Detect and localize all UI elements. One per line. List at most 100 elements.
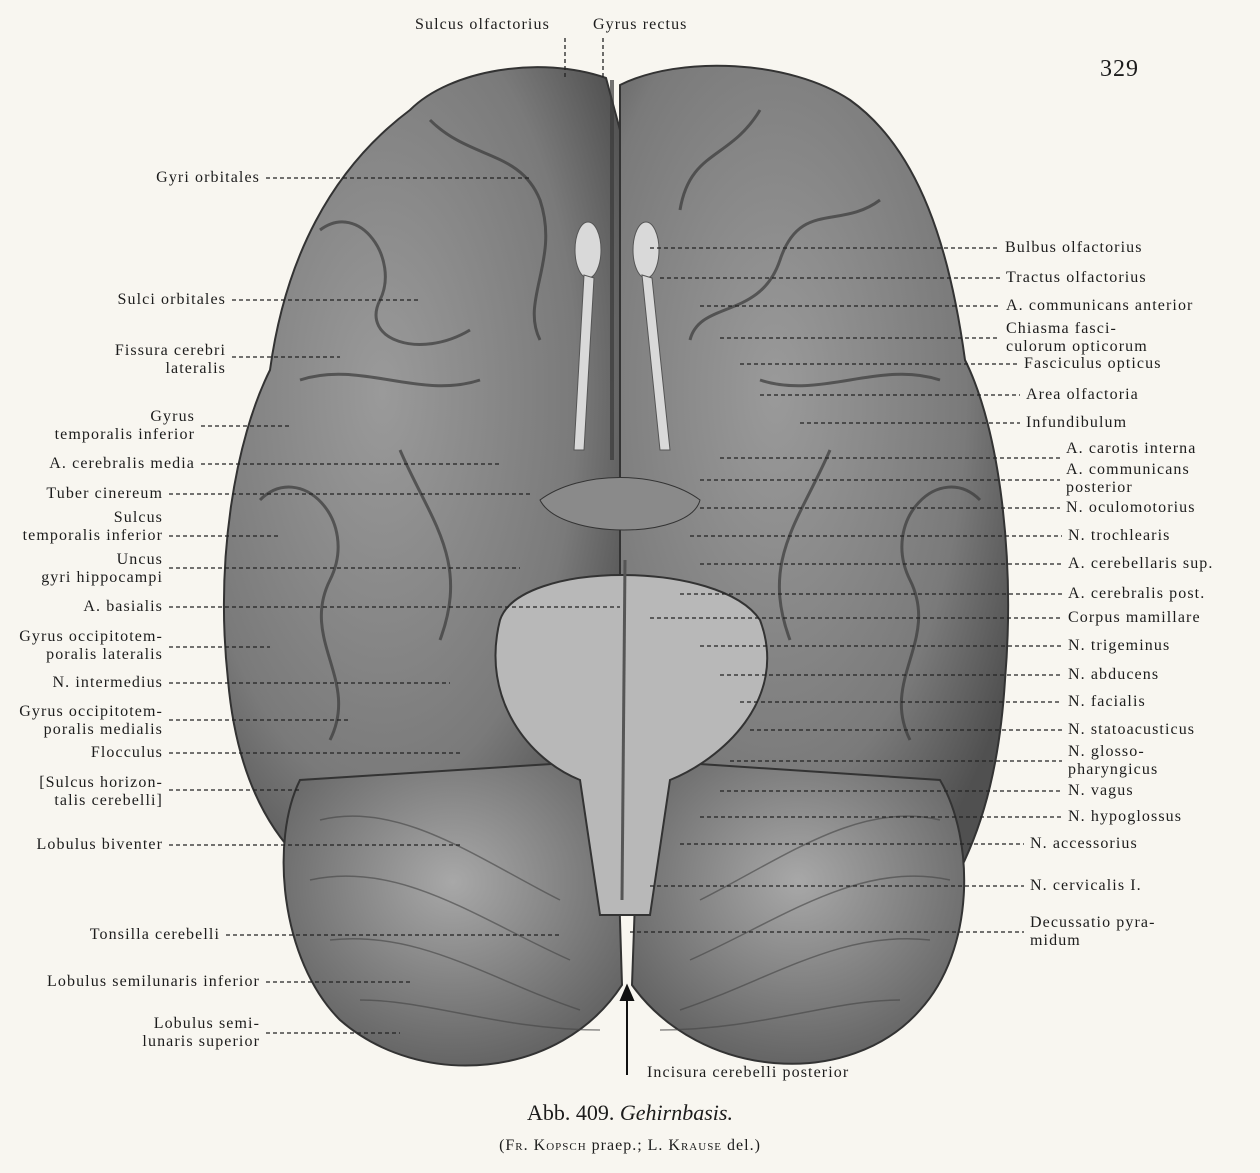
label-n-accessorius: N. accessorius — [1030, 835, 1138, 853]
credit-role-1: praep.; — [586, 1137, 648, 1154]
cerebellum — [282, 758, 966, 1067]
label-sulcus-horizon-talis-cerebelli: [Sulcus horizon-talis cerebelli] — [39, 774, 163, 810]
label-line: Chiasma fasci- — [1006, 320, 1117, 337]
label-line: lateralis — [165, 360, 226, 377]
label-tonsilla-cerebelli: Tonsilla cerebelli — [90, 926, 220, 944]
label-line: Gyrus occipitotem- — [19, 703, 163, 720]
label-line: N. statoacusticus — [1068, 721, 1196, 738]
label-line: N. abducens — [1068, 666, 1160, 683]
label-n-hypoglossus: N. hypoglossus — [1068, 808, 1182, 826]
label-flocculus: Flocculus — [91, 744, 163, 762]
label-line: Fissura cerebri — [114, 342, 226, 359]
label-line: Tuber cinereum — [46, 485, 163, 502]
label-incisura-cerebelli-posterior: Incisura cerebelli posterior — [647, 1064, 850, 1081]
label-sulcus-olfactorius: Sulcus olfactorius — [415, 16, 550, 33]
label-line: N. trochlearis — [1068, 527, 1171, 544]
label-line: N. cervicalis I. — [1030, 877, 1142, 894]
label-tractus-olfactorius: Tractus olfactorius — [1006, 269, 1147, 287]
label-line: A. carotis interna — [1066, 440, 1197, 457]
label-line: N. vagus — [1068, 782, 1134, 799]
label-line: talis cerebelli] — [54, 792, 163, 809]
label-line: [Sulcus horizon- — [39, 774, 163, 791]
label-line: culorum opticorum — [1006, 338, 1148, 355]
label-line: Corpus mamillare — [1068, 609, 1201, 626]
leader-lines — [169, 38, 1062, 1034]
label-line: A. cerebralis post. — [1068, 585, 1206, 602]
arrow-incisura — [619, 983, 635, 1075]
label-gyrus-occipitotem-poralis-lateralis: Gyrus occipitotem-poralis lateralis — [19, 628, 163, 664]
label-line: A. communicans anterior — [1006, 297, 1194, 314]
label-n-trochlearis: N. trochlearis — [1068, 527, 1170, 545]
label-a-cerebralis-media: A. cerebralis media — [49, 455, 195, 473]
figure-title: Gehirnbasis. — [619, 1100, 733, 1125]
label-lobulus-semi-lunaris-superior: Lobulus semi-lunaris superior — [142, 1015, 260, 1051]
label-line: Gyrus — [150, 408, 195, 425]
olfactory-tracts — [573, 221, 671, 451]
credit-author-2: L. Krause — [647, 1137, 723, 1154]
label-line: temporalis inferior — [54, 426, 195, 443]
brainstem — [494, 477, 769, 916]
label-line: Infundibulum — [1026, 414, 1128, 431]
figure-credit: (Fr. Kopsch praep.; L. Krause del.) — [0, 1137, 1260, 1155]
label-bulbus-olfactorius: Bulbus olfactorius — [1005, 239, 1143, 257]
label-n-glosso-pharyngicus: N. glosso-pharyngicus — [1068, 743, 1158, 779]
label-n-facialis: N. facialis — [1068, 693, 1146, 711]
label-n-statoacusticus: N. statoacusticus — [1068, 721, 1195, 739]
label-infundibulum: Infundibulum — [1026, 414, 1127, 432]
label-line: Tractus olfactorius — [1006, 269, 1147, 286]
label-chiasma-fasci-culorum-opticorum: Chiasma fasci-culorum opticorum — [1006, 320, 1148, 356]
sulci — [258, 80, 982, 741]
label-line: A. basialis — [83, 598, 163, 615]
label-line: gyri hippocampi — [41, 569, 163, 586]
label-line: Area olfactoria — [1026, 386, 1139, 403]
figure-caption: Abb. 409. Gehirnbasis. — [0, 1100, 1260, 1126]
label-line: N. accessorius — [1030, 835, 1138, 852]
label-a-cerebralis-post: A. cerebralis post. — [1068, 585, 1205, 603]
label-line: Flocculus — [90, 744, 163, 761]
label-a-cerebellaris-sup: A. cerebellaris sup. — [1068, 555, 1214, 573]
label-line: N. intermedius — [52, 674, 163, 691]
label-line: N. hypoglossus — [1068, 808, 1183, 825]
label-line: Sulcus — [113, 509, 163, 526]
credit-open: ( — [499, 1137, 506, 1154]
label-line: A. cerebralis media — [49, 455, 195, 472]
label-line: Lobulus semilunaris inferior — [47, 973, 260, 990]
label-line: posterior — [1066, 479, 1133, 496]
label-gyrus-rectus: Gyrus rectus — [593, 16, 688, 33]
credit-author-1: Fr. Kopsch — [505, 1137, 587, 1154]
label-line: Uncus — [116, 551, 163, 568]
label-tuber-cinereum: Tuber cinereum — [46, 485, 163, 503]
label-n-abducens: N. abducens — [1068, 666, 1159, 684]
label-fasciculus-opticus: Fasciculus opticus — [1024, 355, 1162, 373]
label-area-olfactoria: Area olfactoria — [1026, 386, 1139, 404]
figure-number: Abb. 409. — [527, 1100, 615, 1125]
label-line: Tonsilla cerebelli — [89, 926, 220, 943]
label-gyri-orbitales: Gyri orbitales — [156, 169, 260, 187]
label-corpus-mamillare: Corpus mamillare — [1068, 609, 1201, 627]
label-n-trigeminus: N. trigeminus — [1068, 637, 1170, 655]
label-n-cervicalis-i: N. cervicalis I. — [1030, 877, 1142, 895]
page-number: 329 — [1100, 56, 1139, 82]
label-line: temporalis inferior — [22, 527, 163, 544]
label-a-communicans-anterior: A. communicans anterior — [1006, 297, 1193, 315]
label-line: Lobulus biventer — [36, 836, 163, 853]
label-n-oculomotorius: N. oculomotorius — [1066, 499, 1196, 517]
label-a-carotis-interna: A. carotis interna — [1066, 440, 1196, 458]
label-line: lunaris superior — [142, 1033, 260, 1050]
label-line: N. oculomotorius — [1066, 499, 1196, 516]
label-line: N. facialis — [1068, 693, 1146, 710]
label-line: poralis lateralis — [46, 646, 163, 663]
label-decussatio-pyra-midum: Decussatio pyra-midum — [1030, 914, 1156, 950]
label-lobulus-semilunaris-inferior: Lobulus semilunaris inferior — [47, 973, 260, 991]
label-a-basialis: A. basialis — [83, 598, 163, 616]
label-line: pharyngicus — [1068, 761, 1159, 778]
label-line: A. communicans — [1066, 461, 1190, 478]
label-line: N. glosso- — [1068, 743, 1145, 760]
credit-role-2: del.) — [722, 1137, 761, 1154]
